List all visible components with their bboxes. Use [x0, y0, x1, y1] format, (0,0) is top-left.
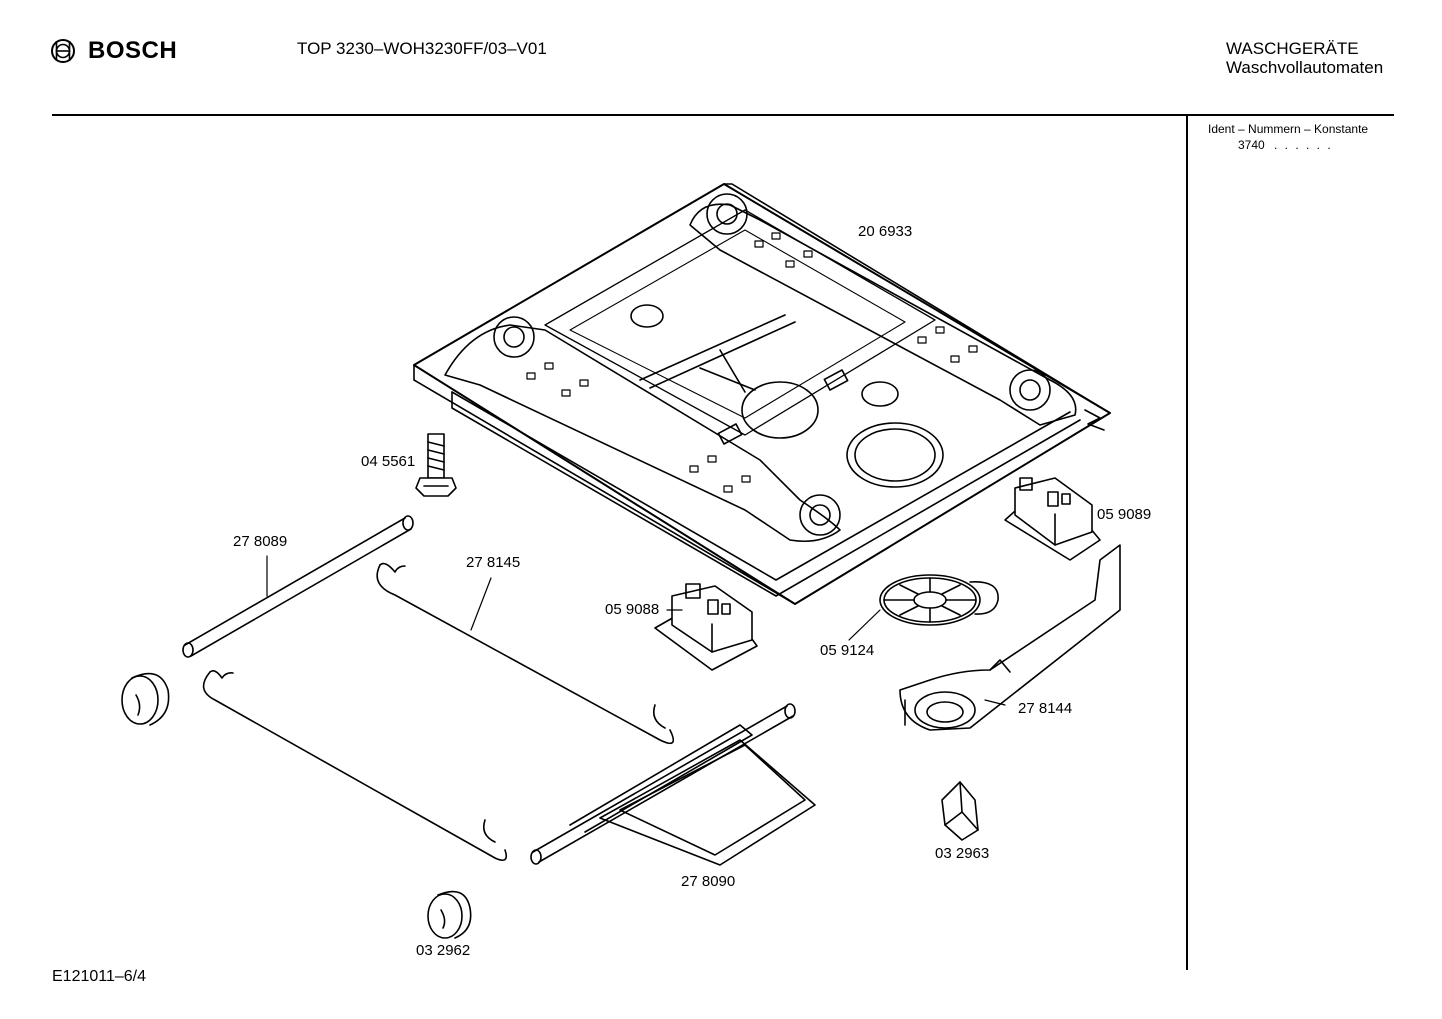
part-label-27-8089: 27 8089 — [233, 533, 288, 550]
support-frame-part — [530, 703, 816, 866]
bosch-armature-icon — [51, 39, 75, 63]
brand-name: BOSCH — [88, 37, 178, 64]
part-label-03-2962: 03 2962 — [416, 942, 471, 959]
ident-dots: . . . . . . — [1274, 138, 1333, 152]
part-label-03-2963: 03 2963 — [935, 845, 990, 862]
part-label-20-6933: 20 6933 — [858, 223, 913, 240]
rubber-foot-part-upper — [121, 672, 170, 726]
connector-block-part-left — [654, 583, 758, 671]
connector-block-part-right — [1004, 477, 1101, 561]
clip-part — [941, 781, 979, 841]
model-title: TOP 3230–WOH3230FF/03–V01 — [297, 39, 547, 58]
part-label-05-9089: 05 9089 — [1097, 506, 1152, 523]
part-label-04-5561: 04 5561 — [361, 453, 416, 470]
filter-cap-part — [879, 574, 999, 626]
leader-lines — [266, 555, 1006, 706]
cover-sheet-part — [202, 562, 675, 861]
sidebar-divider — [1186, 116, 1188, 970]
category-line-2: Waschvollautomaten — [1226, 58, 1384, 77]
rubber-foot-part-lower — [427, 890, 472, 939]
category-heading: WASCHGERÄTE Waschvollautomaten — [1226, 39, 1383, 77]
part-label-27-8144: 27 8144 — [1018, 700, 1073, 717]
part-label-05-9124: 05 9124 — [820, 642, 875, 659]
drawing-code: E121011–6/4 — [52, 968, 147, 985]
brand-logo: BOSCH — [50, 37, 177, 65]
ident-value: 3740 — [1238, 138, 1265, 152]
part-label-27-8145: 27 8145 — [466, 554, 521, 571]
base-plate-part — [413, 183, 1111, 605]
ident-title: Ident – Nummern – Konstante — [1208, 122, 1369, 136]
part-label-05-9088: 05 9088 — [605, 601, 660, 618]
part-label-27-8090: 27 8090 — [681, 873, 736, 890]
support-arm-part — [899, 544, 1121, 731]
rod-part — [182, 515, 414, 658]
header-divider — [52, 114, 1394, 116]
bolt-part — [415, 433, 457, 497]
category-line-1: WASCHGERÄTE — [1226, 39, 1359, 58]
